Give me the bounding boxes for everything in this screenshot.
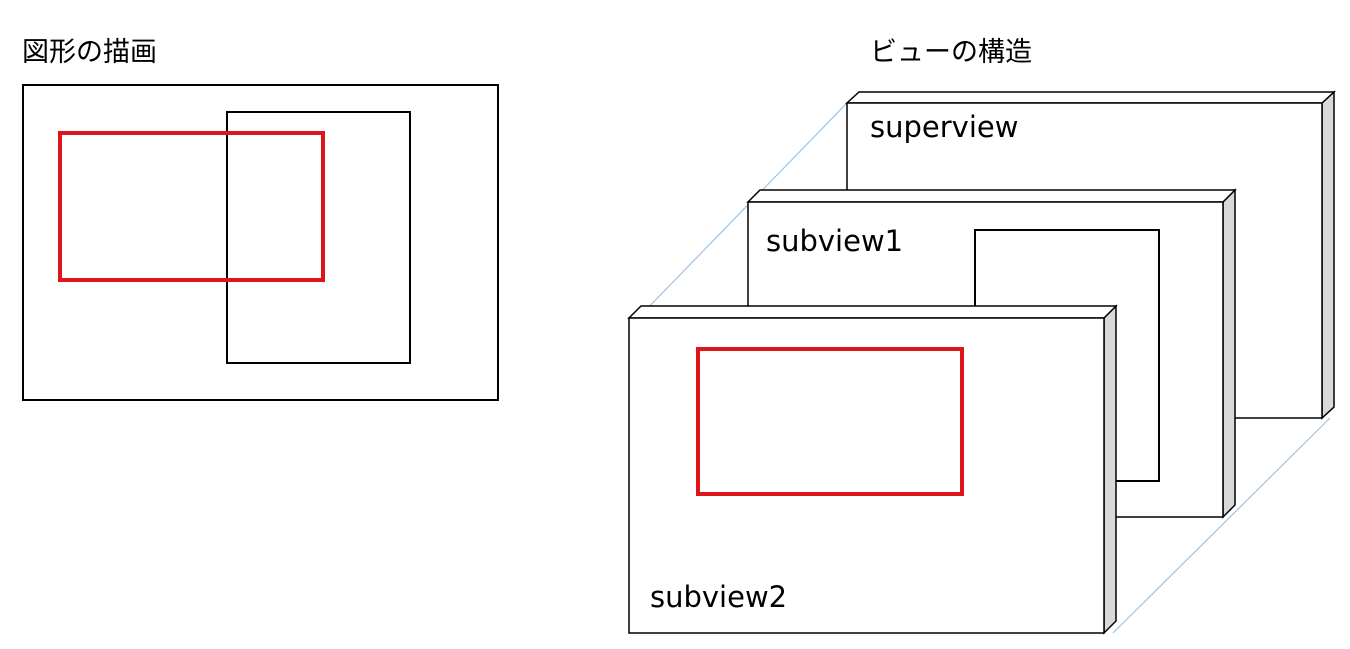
subview2-side	[1103, 304, 1117, 635]
left-panel-title: 図形の描画	[22, 37, 157, 68]
subview2-label: subview2	[650, 580, 787, 614]
subview1-side	[1222, 188, 1236, 519]
superview-top-edge	[845, 91, 1336, 104]
guide-line-bottom-right	[1112, 417, 1331, 634]
subview1-top-edge	[746, 189, 1237, 203]
guide-line-top-left	[637, 102, 848, 319]
subview2-layer: subview2	[627, 304, 1118, 635]
right-panel: ビューの構造 superview subview1	[627, 37, 1336, 635]
superview-label: superview	[870, 110, 1018, 144]
red-rectangle	[58, 131, 325, 282]
subview2-face	[628, 317, 1105, 634]
right-panel-title: ビューの構造	[870, 37, 1032, 68]
subview2-red-rectangle	[696, 347, 964, 496]
superview-side	[1321, 90, 1335, 420]
canvas-frame	[22, 84, 499, 401]
subview1-label: subview1	[766, 224, 903, 258]
subview2-top-edge	[627, 305, 1118, 319]
left-panel: 図形の描画	[22, 37, 499, 401]
black-rectangle	[226, 111, 411, 364]
